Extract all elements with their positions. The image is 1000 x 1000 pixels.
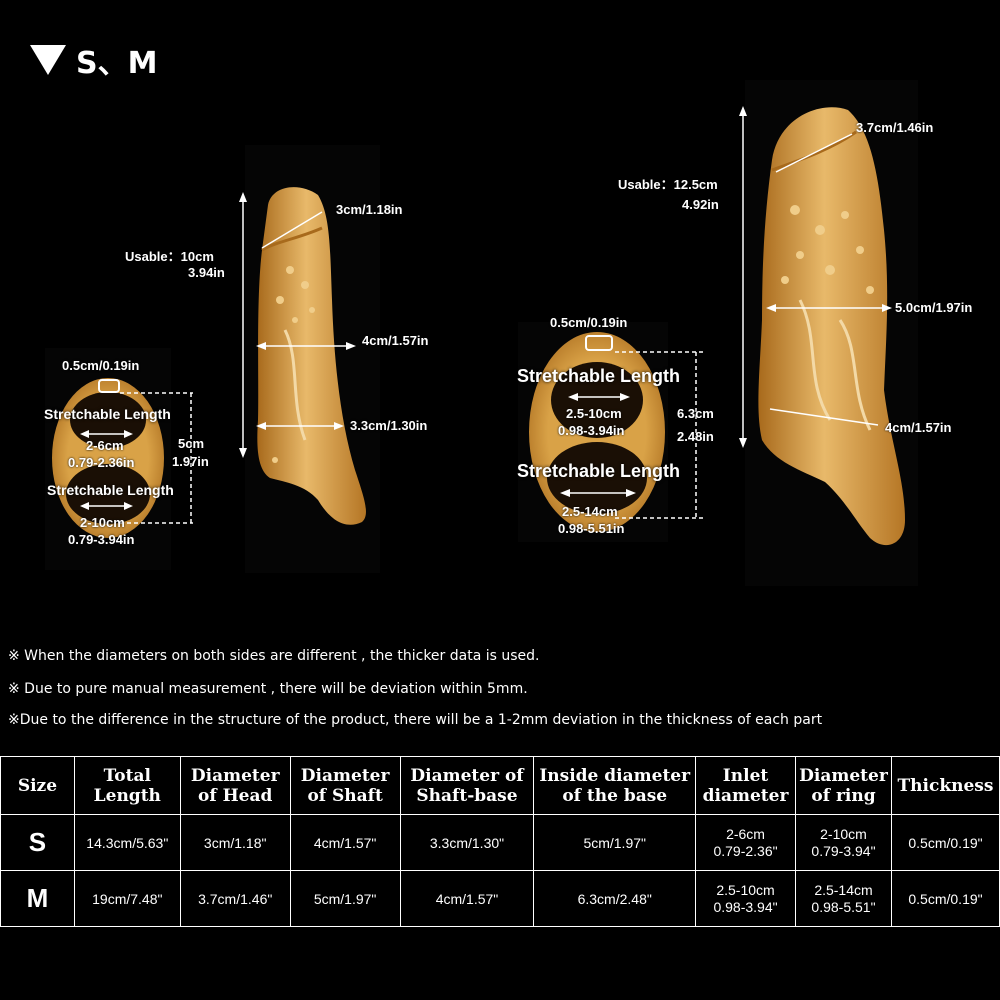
small-shaft-base-diameter: 3.3cm/1.30in	[350, 418, 428, 433]
product-illustrations	[52, 106, 905, 546]
row-s-thickness: 0.5cm/0.19"	[890, 814, 1000, 871]
small-stretch-label-ring: Stretchable Length	[47, 482, 174, 498]
row-s-total-length: 14.3cm/5.63"	[73, 814, 181, 871]
row-s-inside-base: 5cm/1.97"	[533, 814, 697, 871]
medium-base-height-in: 2.48in	[677, 429, 714, 444]
row-m-head: 3.7cm/1.46"	[179, 870, 291, 927]
medium-base-height-cm: 6.3cm	[677, 406, 714, 421]
small-ring-in: 0.79-3.94in	[68, 532, 135, 547]
row-m-shaft: 5cm/1.97"	[289, 870, 401, 927]
small-base-height-cm: 5cm	[178, 436, 205, 451]
small-inlet-in: 0.79-2.36in	[68, 455, 135, 470]
small-base-height-in: 1.97in	[172, 454, 209, 469]
row-m-total-length: 19cm/7.48"	[73, 870, 181, 927]
small-head-diameter: 3cm/1.18in	[336, 202, 403, 217]
size-heading-text: S、M	[76, 46, 158, 81]
row-m-inside-base: 6.3cm/2.48"	[533, 870, 697, 927]
medium-inlet-cm: 2.5-10cm	[566, 406, 622, 421]
note-3: ※Due to the difference in the structure …	[8, 712, 823, 728]
note-2: ※ Due to pure manual measurement , there…	[8, 681, 528, 697]
medium-sleeve-image	[758, 107, 905, 546]
medium-base-ring-image	[529, 332, 665, 532]
size-heading: S、M	[30, 38, 157, 82]
medium-usable-label: Usable：12.5cm	[618, 177, 718, 192]
note-1: ※ When the diameters on both sides are d…	[8, 648, 540, 664]
medium-stretch-label-ring: Stretchable Length	[517, 461, 681, 481]
row-m-thickness: 0.5cm/0.19"	[890, 870, 1000, 927]
small-usable-label: Usable：10cm	[125, 249, 214, 264]
medium-head-diameter: 3.7cm/1.46in	[856, 120, 934, 135]
triangle-down-icon	[30, 45, 66, 75]
medium-shaft-base-diameter: 4cm/1.57in	[885, 420, 952, 435]
small-shaft-diameter: 4cm/1.57in	[362, 333, 429, 348]
row-s-size: S	[0, 814, 75, 871]
table-row-s: S 14.3cm/5.63" 3cm/1.18" 4cm/1.57" 3.3cm…	[0, 814, 1000, 871]
medium-stretch-label-inlet: Stretchable Length	[517, 366, 681, 386]
table-row-m: M 19cm/7.48" 3.7cm/1.46" 5cm/1.97" 4cm/1…	[0, 870, 1000, 927]
small-usable-in: 3.94in	[188, 265, 225, 280]
row-s-head: 3cm/1.18"	[179, 814, 291, 871]
row-s-shaft: 4cm/1.57"	[289, 814, 401, 871]
small-inlet-cm: 2-6cm	[86, 438, 124, 453]
row-m-shaft-base: 4cm/1.57"	[399, 870, 535, 927]
row-s-shaft-base: 3.3cm/1.30"	[399, 814, 535, 871]
medium-usable-in: 4.92in	[682, 197, 719, 212]
header-thickness: Thickness	[890, 756, 1000, 815]
small-ring-cm: 2-10cm	[80, 515, 125, 530]
small-stretch-label-inlet: Stretchable Length	[44, 406, 171, 422]
small-ring-thickness: 0.5cm/0.19in	[62, 358, 140, 373]
small-sleeve-image	[257, 187, 366, 525]
medium-inlet-in: 0.98-3.94in	[558, 423, 625, 438]
header-size: Size	[0, 756, 75, 815]
row-m-size: M	[0, 870, 75, 927]
medium-shaft-diameter: 5.0cm/1.97in	[895, 300, 973, 315]
medium-ring-in: 0.98-5.51in	[558, 521, 625, 536]
medium-ring-cm: 2.5-14cm	[562, 504, 618, 519]
medium-ring-thickness: 0.5cm/0.19in	[550, 315, 628, 330]
